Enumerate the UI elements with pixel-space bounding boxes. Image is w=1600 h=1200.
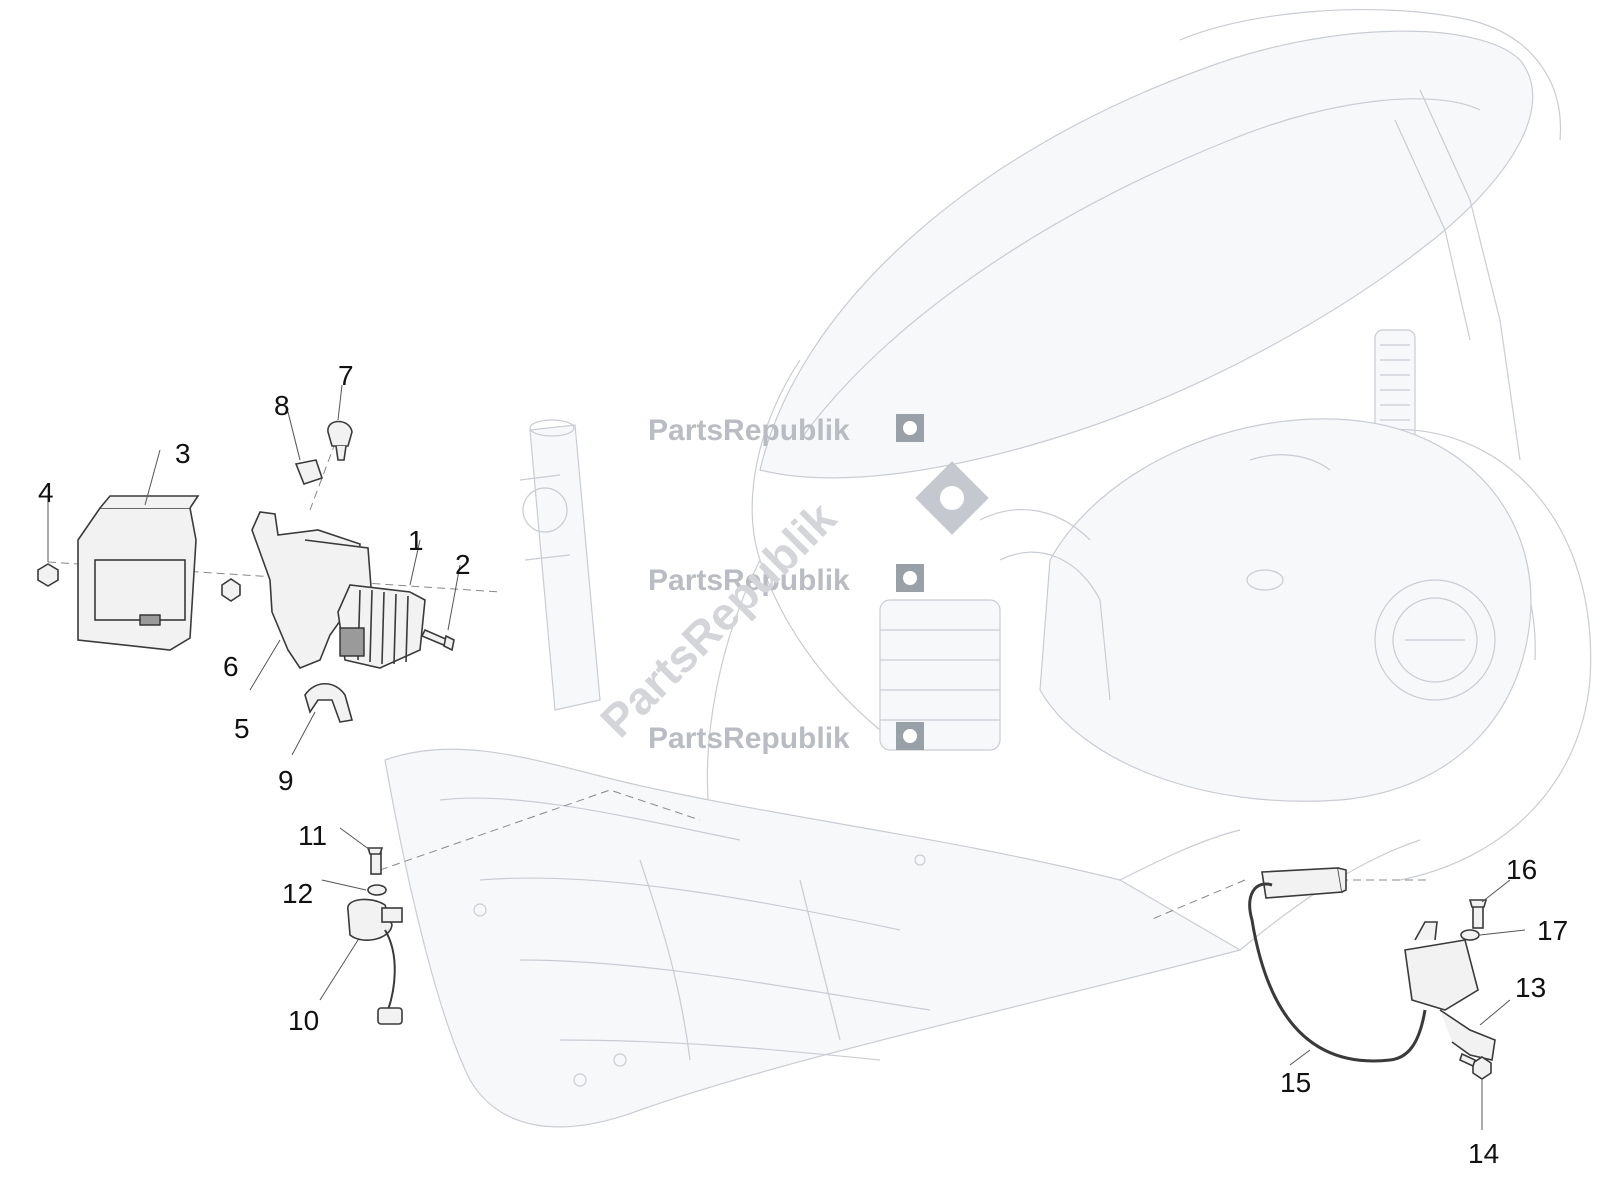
callout-labels: 1 2 3 4 5 6 7 8 9 10 11 12 13 14 15 16 1… (38, 360, 1568, 1169)
callout-13: 13 (1515, 972, 1546, 1003)
part-clip-7 (327, 384, 353, 461)
callout-5: 5 (234, 713, 250, 744)
watermark-text: PartsRepublik (648, 722, 850, 755)
callout-2: 2 (455, 549, 471, 580)
watermark: PartsRepublik (648, 722, 924, 755)
watermark-text: PartsRepublik (590, 491, 846, 747)
callout-12: 12 (282, 878, 313, 909)
part-screw-6 (221, 578, 241, 602)
watermark-diagonal: PartsRepublik (590, 491, 846, 747)
scooter-outline (384, 9, 1592, 1128)
part-screw-11 (339, 827, 384, 875)
watermark-text: PartsRepublik (648, 414, 850, 447)
callout-16: 16 (1506, 854, 1537, 885)
part-regulator (337, 539, 426, 669)
callout-11: 11 (298, 820, 327, 851)
gear-icon (915, 461, 989, 535)
callout-10: 10 (288, 1005, 319, 1036)
part-screw-14 (1459, 1052, 1492, 1130)
watermark-text: PartsRepublik (648, 564, 850, 597)
callout-1: 1 (408, 525, 424, 556)
watermark: PartsRepublik (648, 414, 924, 447)
callout-15: 15 (1280, 1067, 1311, 1098)
callout-3: 3 (175, 438, 191, 469)
part-clamp-9 (291, 682, 354, 756)
part-washer-12 (321, 879, 387, 896)
part-ht-lead-15 (1248, 867, 1427, 1066)
callout-6: 6 (223, 651, 239, 682)
callout-8: 8 (274, 390, 290, 421)
part-control-unit (77, 449, 200, 651)
part-screw-16 (1468, 879, 1511, 929)
part-bolt-2 (420, 564, 461, 652)
part-screw-4 (37, 495, 59, 587)
part-ignition-coil (1404, 921, 1511, 1061)
callout-7: 7 (338, 360, 354, 391)
watermark: PartsRepublik (648, 564, 924, 597)
part-sensor-10 (319, 898, 403, 1025)
callout-17: 17 (1537, 915, 1568, 946)
callout-4: 4 (38, 477, 54, 508)
part-clip-8 (287, 411, 324, 485)
callout-9: 9 (278, 765, 294, 796)
part-washer-17 (1460, 929, 1526, 941)
callout-14: 14 (1468, 1138, 1499, 1169)
